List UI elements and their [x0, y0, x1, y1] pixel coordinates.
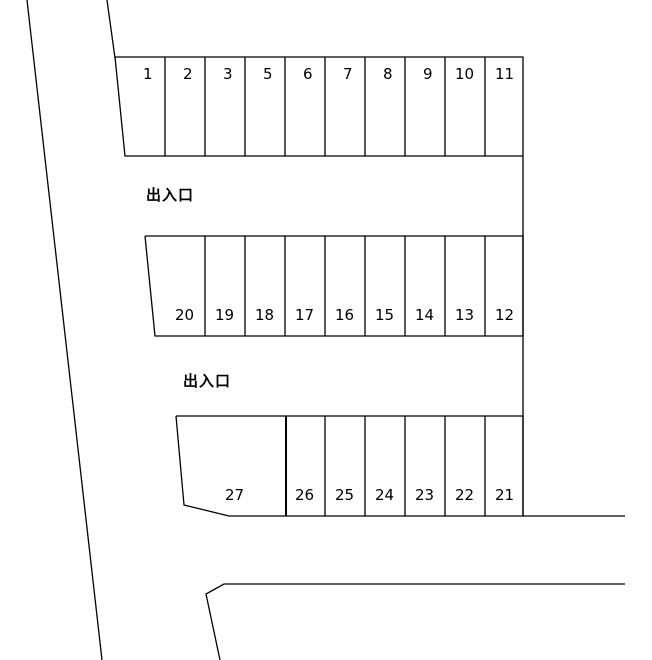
stall-number: 13 — [455, 306, 475, 324]
stall-number: 26 — [295, 486, 315, 504]
stall-number: 15 — [375, 306, 395, 324]
row3-outline — [175, 415, 524, 517]
stall-number: 19 — [215, 306, 235, 324]
stall-number: 17 — [295, 306, 315, 324]
stall-number: 2 — [183, 65, 193, 83]
stall-number: 8 — [383, 65, 393, 83]
stall-number: 11 — [495, 65, 515, 83]
road-edge-top — [106, 0, 116, 59]
stall-number: 14 — [415, 306, 435, 324]
stall-number: 24 — [375, 486, 395, 504]
stall-number: 6 — [303, 65, 313, 83]
lower-road-edge — [205, 583, 625, 660]
stall-number: 25 — [335, 486, 355, 504]
stall-number: 10 — [455, 65, 475, 83]
stall-number: 5 — [263, 65, 273, 83]
stall-number: 27 — [225, 486, 245, 504]
stall-number: 12 — [495, 306, 515, 324]
road-edge-left — [26, 0, 103, 660]
stall-number: 1 — [143, 65, 153, 83]
stall-number: 7 — [343, 65, 353, 83]
stall-number: 3 — [223, 65, 233, 83]
stall-number: 21 — [495, 486, 515, 504]
stall-number: 18 — [255, 306, 275, 324]
stall-number: 22 — [455, 486, 475, 504]
stall-number: 23 — [415, 486, 435, 504]
row2-outline — [144, 235, 524, 337]
entrance-label: 出入口 — [146, 186, 195, 204]
stall-number: 16 — [335, 306, 355, 324]
stall-number: 20 — [175, 306, 195, 324]
entrance-label: 出入口 — [183, 372, 232, 390]
stall-number: 9 — [423, 65, 433, 83]
